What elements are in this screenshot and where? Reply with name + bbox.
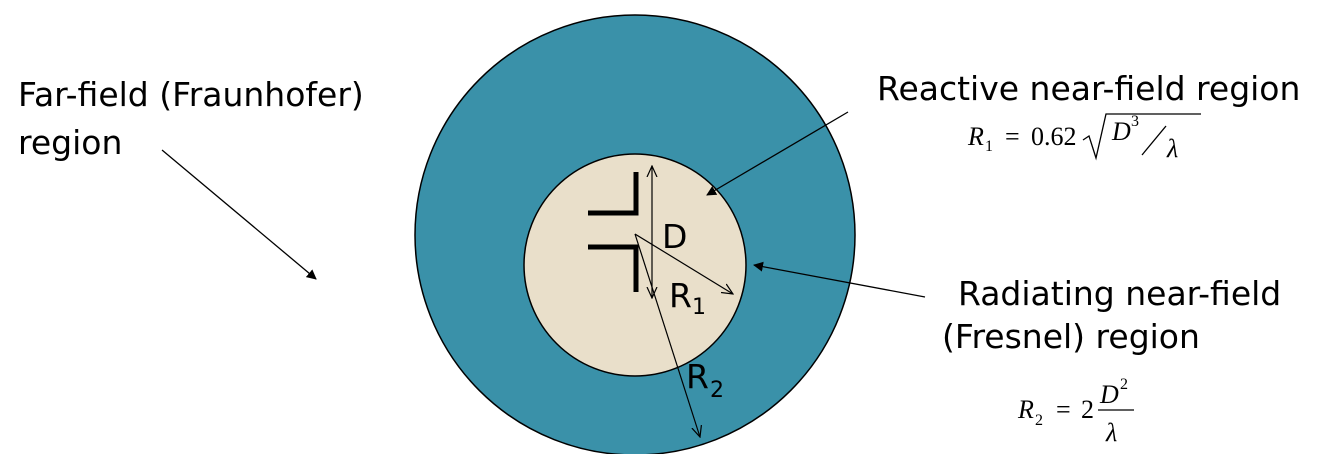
radiating-region-label-line2: (Fresnel) region (942, 317, 1200, 356)
r2-formula: R 2 = 2 D 2 λ (1017, 376, 1134, 447)
r2-formula-lhs: R (1017, 395, 1034, 424)
r2-label-main: R (686, 357, 709, 396)
reactive-region-label: Reactive near-field region (877, 69, 1300, 108)
antenna-icon (588, 172, 639, 292)
far-field-pointer-arrow (161, 149, 317, 280)
r1-formula-lhs: R (967, 122, 984, 151)
r1-label: R 1 (669, 276, 706, 320)
r2-radius-arrow (634, 233, 700, 437)
r2-formula-denominator: λ (1105, 418, 1117, 447)
fraction-slash-icon (1141, 125, 1167, 156)
r2-label-sub: 2 (710, 378, 724, 403)
r2-formula-lhs-sub: 2 (1035, 412, 1043, 429)
r1-radius-arrow (634, 233, 733, 294)
r2-formula-coef: 2 (1081, 395, 1094, 424)
r2-label: R 2 (686, 357, 724, 403)
r1-formula-coef: 0.62 (1031, 122, 1077, 151)
r2-formula-numerator-exponent: 2 (1120, 376, 1128, 393)
r1-label-sub: 1 (692, 295, 706, 320)
d-label: D (662, 217, 687, 256)
far-field-label-line1: Far-field (Fraunhofer) (18, 75, 364, 114)
r1-label-main: R (669, 276, 692, 315)
far-field-label-line2: region (18, 123, 122, 162)
r1-formula-denominator: λ (1166, 134, 1178, 163)
r1-formula-lhs-sub: 1 (985, 138, 993, 155)
reactive-pointer-arrow (706, 111, 849, 196)
r2-formula-numerator: D (1099, 380, 1119, 409)
r1-formula-equals: = (1005, 122, 1020, 151)
sqrt-icon (1082, 113, 1201, 161)
radiating-region-label-line1: Radiating near-field (958, 274, 1281, 313)
r1-formula: R 1 = 0.62 D 3 λ (967, 113, 1201, 163)
r1-formula-numerator: D (1111, 117, 1131, 146)
radiating-pointer-arrow (753, 261, 926, 298)
r2-formula-equals: = (1056, 395, 1071, 424)
r1-formula-numerator-exponent: 3 (1131, 113, 1139, 130)
